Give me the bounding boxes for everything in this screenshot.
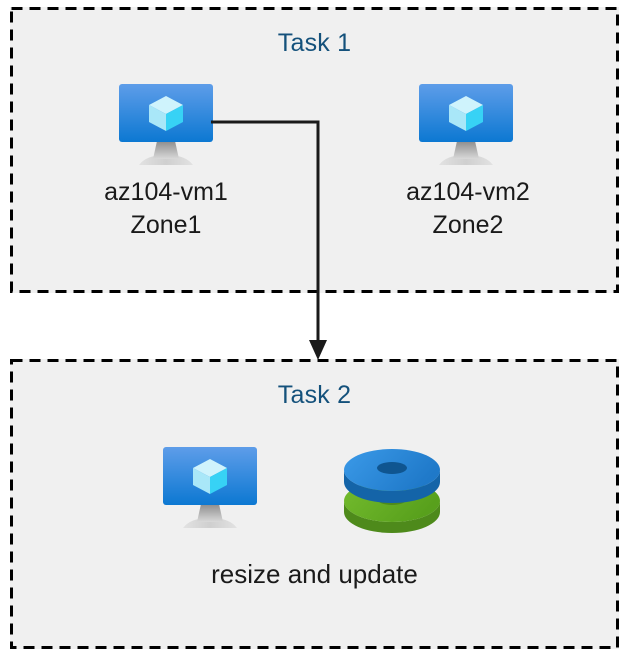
disks-icon xyxy=(337,442,447,537)
virtual-machine-icon-vm1 xyxy=(111,83,221,169)
task2-caption: resize and update xyxy=(211,559,418,589)
node-label-vm1: az104-vm1 Zone1 xyxy=(104,178,228,239)
task2-container: Task 2 xyxy=(10,359,619,649)
task1-container: Task 1 xyxy=(10,7,619,293)
virtual-machine-icon-vm2 xyxy=(411,83,521,169)
node-label-vm2: az104-vm2 Zone2 xyxy=(406,178,530,239)
virtual-machine-icon-task2 xyxy=(155,446,265,532)
arrow-down-icon xyxy=(309,340,327,360)
task1-title: Task 1 xyxy=(277,29,352,57)
task2-title: Task 2 xyxy=(277,381,352,409)
